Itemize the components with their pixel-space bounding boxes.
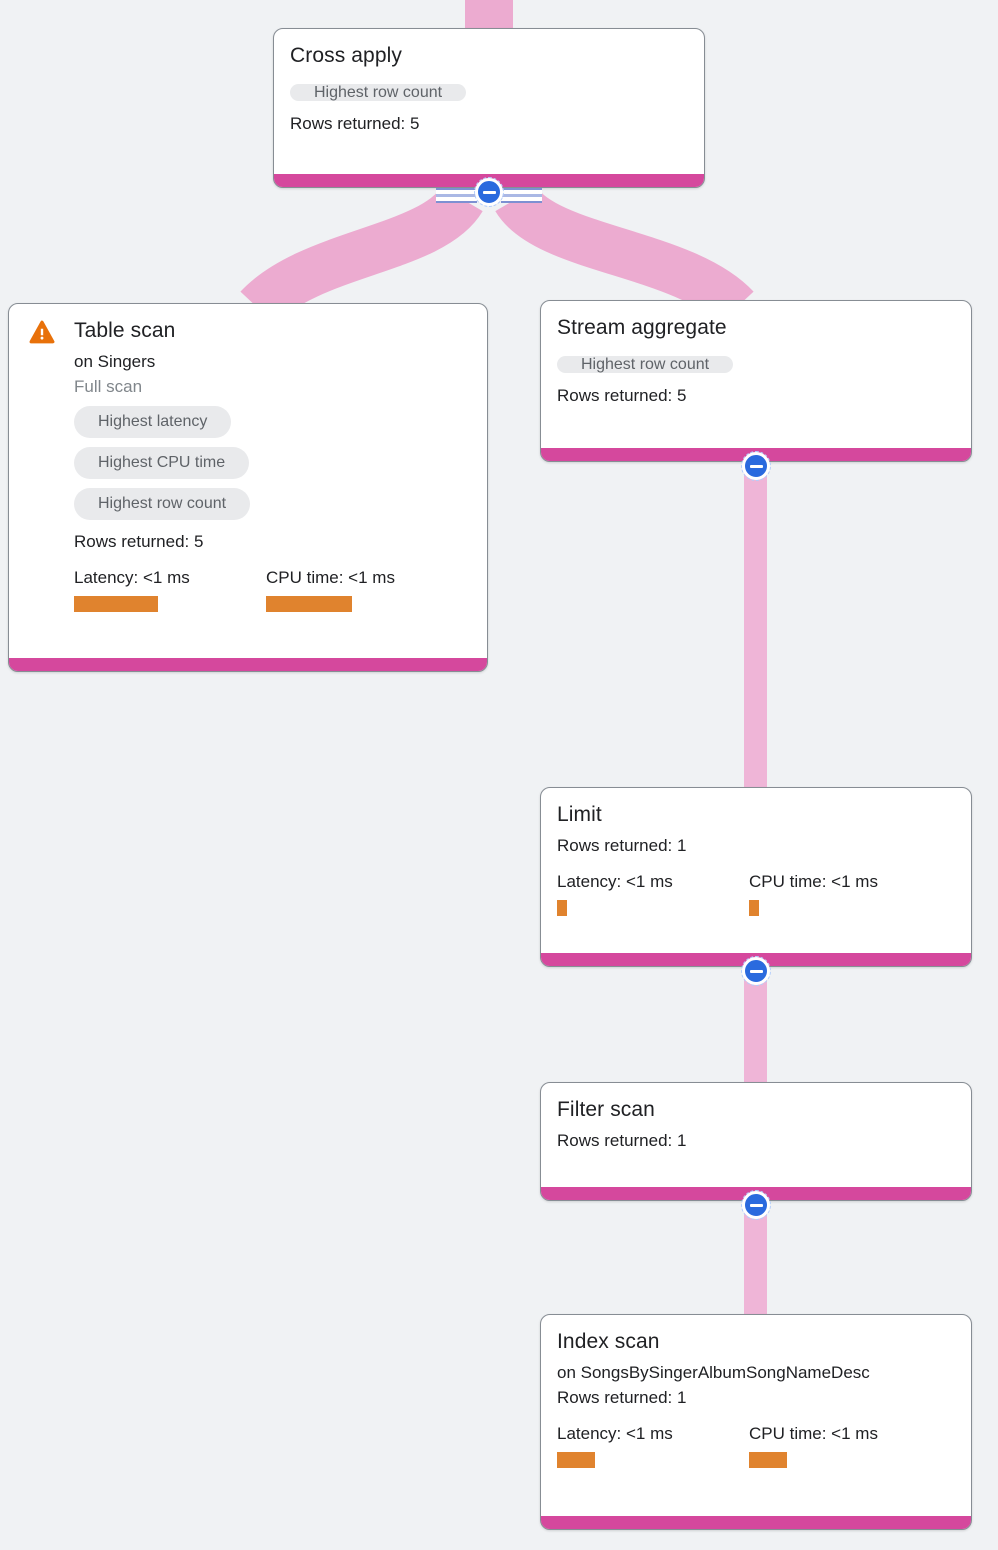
- node-title: Index scan: [557, 1330, 660, 1353]
- rows-returned: Rows returned: 5: [557, 386, 687, 405]
- latency-label: Latency: <1 ms: [74, 568, 190, 587]
- rows-returned: Rows returned: 5: [290, 114, 420, 133]
- node-footer-bar: [9, 658, 487, 671]
- collapse-children-button[interactable]: [474, 177, 504, 207]
- latency-label: Latency: <1 ms: [557, 872, 673, 891]
- node-table-scan[interactable]: Table scan on Singers Full scan Highest …: [8, 303, 488, 672]
- badge-highest-cpu-time: Highest CPU time: [74, 447, 250, 479]
- node-cross-apply[interactable]: Cross apply Highest row count Rows retur…: [273, 28, 705, 207]
- badge-highest-row-count: Highest row count: [290, 84, 467, 101]
- edge-cross-apply-to-stream-aggregate: [495, 184, 754, 326]
- node-target: on Singers: [74, 352, 156, 371]
- collapse-children-button[interactable]: [741, 956, 771, 986]
- cpu-time-bar: [749, 1452, 787, 1468]
- edge-collapse-stripes-right: [501, 188, 542, 203]
- node-title: Table scan: [74, 319, 176, 342]
- badge-highest-latency: Highest latency: [74, 406, 232, 438]
- node-limit[interactable]: Limit Rows returned: 1 Latency: <1 ms CP…: [540, 787, 972, 986]
- minus-icon: [749, 1203, 763, 1207]
- edge-limit-to-filter-scan: [744, 960, 767, 1090]
- badge-highest-row-count: Highest row count: [557, 356, 734, 373]
- node-title: Limit: [557, 803, 602, 826]
- warning-icon: [29, 320, 55, 344]
- node-stream-aggregate[interactable]: Stream aggregate Highest row count Rows …: [540, 300, 972, 481]
- badge-highest-row-count: Highest row count: [74, 488, 251, 520]
- cpu-time-label: CPU time: <1 ms: [749, 1424, 878, 1443]
- cpu-time-bar: [266, 596, 352, 612]
- collapse-children-button[interactable]: [741, 451, 771, 481]
- rows-returned: Rows returned: 1: [557, 836, 687, 855]
- edge-into-cross-apply: [465, 0, 513, 32]
- node-filter-scan[interactable]: Filter scan Rows returned: 1: [540, 1082, 972, 1220]
- latency-label: Latency: <1 ms: [557, 1424, 673, 1443]
- node-title: Filter scan: [557, 1098, 655, 1121]
- cpu-time-label: CPU time: <1 ms: [266, 568, 395, 587]
- rows-returned: Rows returned: 1: [557, 1388, 687, 1407]
- edge-filter-scan-to-index-scan: [744, 1195, 767, 1322]
- edge-collapse-stripes-left: [436, 188, 477, 203]
- node-index-scan[interactable]: Index scan on SongsBySingerAlbumSongName…: [540, 1314, 972, 1530]
- node-title: Cross apply: [290, 44, 402, 67]
- latency-bar: [74, 596, 158, 612]
- latency-bar: [557, 900, 567, 916]
- collapse-children-button[interactable]: [741, 1190, 771, 1220]
- rows-returned: Rows returned: 5: [74, 532, 204, 551]
- cpu-time-bar: [749, 900, 759, 916]
- scan-type: Full scan: [74, 377, 143, 396]
- cpu-time-label: CPU time: <1 ms: [749, 872, 878, 891]
- node-target: on SongsBySingerAlbumSongNameDesc: [557, 1363, 870, 1382]
- node-title: Stream aggregate: [557, 316, 727, 339]
- edge-cross-apply-to-table-scan: [240, 184, 483, 326]
- latency-bar: [557, 1452, 595, 1468]
- minus-icon: [749, 464, 763, 468]
- rows-returned: Rows returned: 1: [557, 1131, 687, 1150]
- minus-icon: [749, 969, 763, 973]
- minus-icon: [482, 190, 496, 194]
- edge-stream-aggregate-to-limit: [744, 458, 767, 794]
- node-footer-bar: [541, 1516, 971, 1529]
